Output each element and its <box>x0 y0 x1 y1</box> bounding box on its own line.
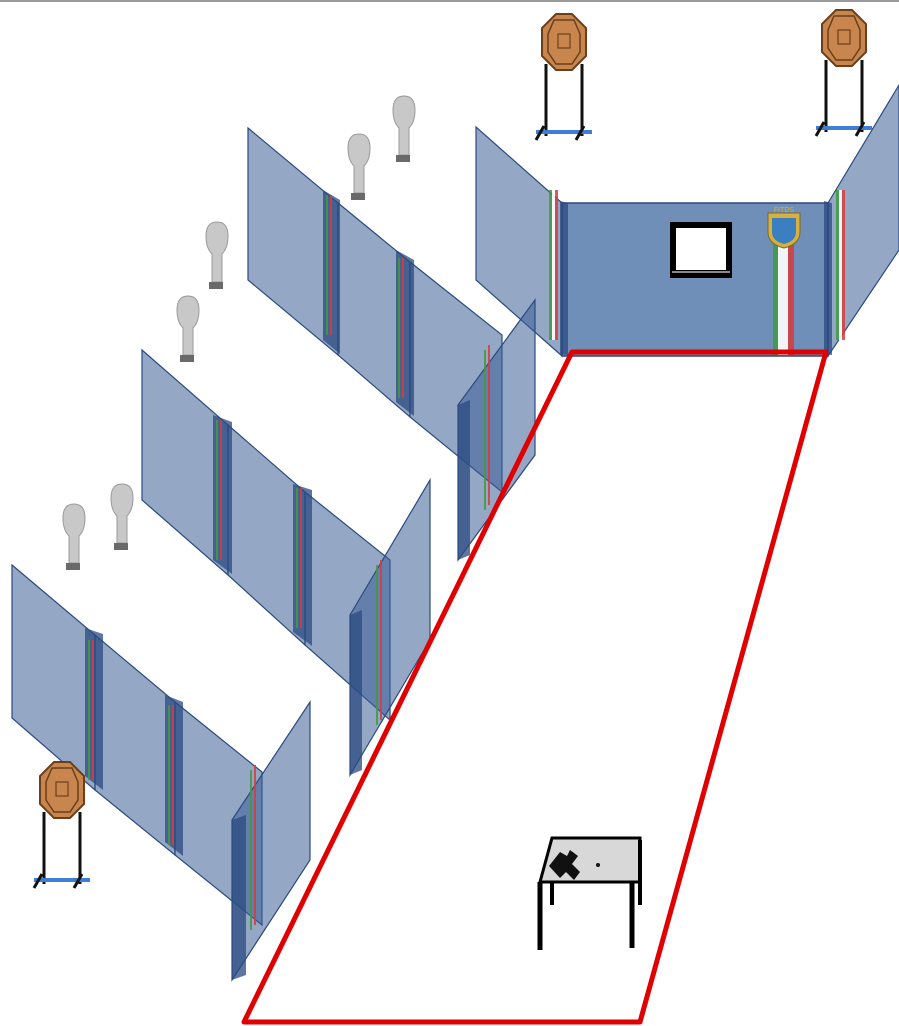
port-window <box>670 222 732 278</box>
cardboard-targets <box>32 9 872 889</box>
cardboard-target-back-right-icon <box>814 9 872 137</box>
steel-poppers <box>62 95 416 570</box>
cardboard-target-front-left-icon <box>32 761 90 889</box>
crest-lettering: FITDS <box>774 206 795 214</box>
wall-row-3 <box>11 563 311 983</box>
bay-right-side-panel <box>824 83 899 358</box>
wall-row-1 <box>247 126 536 562</box>
popper-icon <box>205 221 229 289</box>
popper-icon <box>392 95 416 162</box>
cardboard-target-back-left-icon <box>534 13 592 141</box>
popper-icon <box>347 133 371 200</box>
pistol-and-magazine-icon <box>549 850 600 880</box>
popper-icon <box>110 483 134 550</box>
popper-icon <box>176 295 200 362</box>
back-wall: FITDS <box>561 202 829 357</box>
top-border <box>0 0 899 2</box>
shooting-area-boundary <box>241 349 829 1025</box>
start-table <box>537 836 642 950</box>
bay-left-side-panel <box>475 125 568 358</box>
popper-icon <box>62 503 86 570</box>
wall-row-2 <box>141 348 431 778</box>
crest-icon: FITDS <box>767 206 801 249</box>
